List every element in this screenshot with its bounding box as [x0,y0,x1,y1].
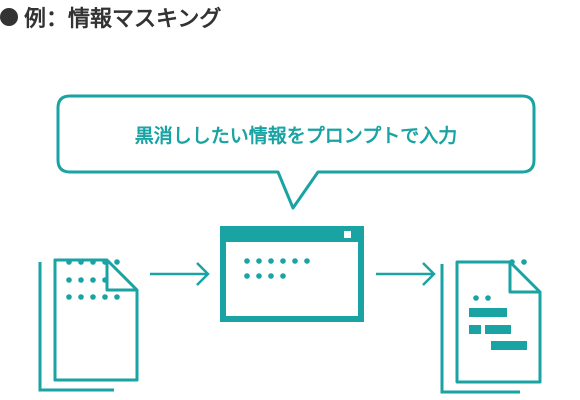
masked-document-icon [440,259,542,394]
redaction-bar-1 [469,308,507,317]
input-document-shadow [38,262,114,392]
heading: 例：情報マスキング [0,0,221,34]
window-control-icon [344,231,351,238]
output-document-dots [473,259,527,301]
input-document-dots [66,259,120,300]
input-document-fold [105,260,137,292]
redaction-bar-2 [469,325,481,334]
flow-arrow-1-icon [150,262,210,286]
heading-title: 例：情報マスキング [24,7,222,32]
window-dots [244,258,310,279]
speech-bubble-outline [56,94,536,210]
window-content [226,242,358,316]
output-document-shadow [440,264,520,394]
redaction-bars [469,308,527,350]
output-document-fold [508,262,540,294]
speech-bubble-text: 黒消ししたい情報をプロンプトで入力 [134,124,458,147]
speech-bubble [56,94,536,210]
heading-bullet-icon [0,8,18,26]
flow-arrow-2-icon [376,262,436,286]
input-document-icon [38,258,139,392]
redaction-bar-4 [491,341,527,350]
app-window-icon [220,226,364,322]
redaction-bar-3 [485,325,511,334]
output-document-page [455,260,542,384]
